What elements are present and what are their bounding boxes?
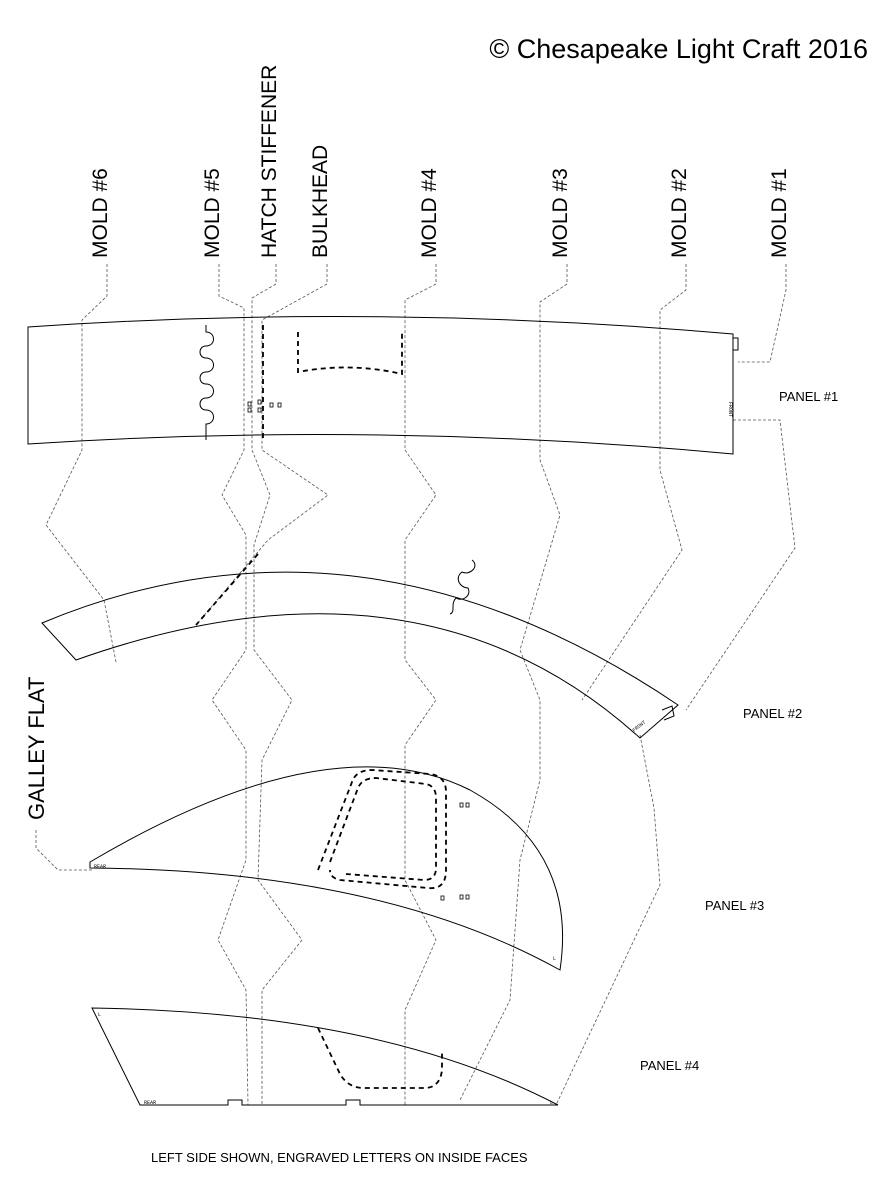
- panel-1-label: PANEL #1: [779, 389, 838, 404]
- label-galley-flat: GALLEY FLAT: [24, 677, 49, 820]
- panel-3-tab-4: [465, 894, 470, 900]
- panel-2: FRONT: [41, 553, 679, 739]
- leader-galley-flat: [35, 830, 92, 871]
- panel-2-front-notch: [661, 705, 675, 721]
- panel-4-l-engraving-front: L: [550, 1100, 553, 1106]
- panel-3-outline: [89, 766, 564, 971]
- panel-1-front-engraving: FRONT: [727, 402, 733, 417]
- leader-mold-5: [211, 264, 249, 1106]
- panel-3-tab-1: [459, 802, 464, 808]
- panel-1-tab-6: [277, 402, 282, 408]
- label-mold-2: MOLD #2: [668, 168, 691, 258]
- panel-2-label: PANEL #2: [743, 706, 802, 721]
- label-mold-5: MOLD #5: [201, 168, 224, 258]
- panel-3-label: PANEL #3: [705, 898, 764, 913]
- panel-4-label: PANEL #4: [640, 1058, 699, 1073]
- panel-3-hatch-outer: [317, 769, 447, 890]
- panel-2-bulkhead-line: [195, 553, 259, 626]
- label-bulkhead: BULKHEAD: [309, 145, 332, 258]
- panel-2-outline: [41, 571, 679, 739]
- leader-hatch-stiffener: [251, 264, 303, 1105]
- panel-1-front-notch: [733, 337, 739, 351]
- panel-1: FRONT: [27, 316, 739, 455]
- leader-mold-1: [738, 264, 787, 363]
- leader-panel2-front: [555, 734, 661, 1106]
- panel-4-outline: [91, 1007, 559, 1106]
- panel-1-tab-5: [269, 402, 274, 408]
- panel-4-l-engraving-rear: L: [98, 1012, 101, 1018]
- leader-bulkhead: [195, 264, 329, 626]
- panel-2-front-engraving: FRONT: [632, 720, 648, 734]
- station-lines: [35, 264, 796, 1106]
- panel-2-puzzle-joint: [449, 559, 476, 615]
- label-mold-1: MOLD #1: [768, 168, 791, 258]
- label-mold-6: MOLD #6: [89, 168, 112, 258]
- panel-1-tab-3: [257, 399, 262, 405]
- panel-1-tab-1: [247, 401, 252, 407]
- leader-mold-4: [404, 264, 437, 1105]
- panel-1-puzzle-joint: [199, 325, 214, 440]
- station-labels: MOLD #6 MOLD #5 HATCH STIFFENER BULKHEAD…: [89, 65, 791, 258]
- label-mold-4: MOLD #4: [418, 168, 441, 258]
- leader-panel1-front: [685, 419, 796, 711]
- footer-note: LEFT SIDE SHOWN, ENGRAVED LETTERS ON INS…: [151, 1150, 528, 1165]
- panel-4: REAR L L: [91, 1007, 559, 1106]
- panel-3-rear-engraving: REAR: [94, 864, 106, 870]
- label-mold-3: MOLD #3: [549, 168, 572, 258]
- panel-1-outline: [27, 316, 734, 455]
- panel-4-hatch-cutout: [317, 1027, 443, 1089]
- panel-1-tab-4: [257, 407, 262, 413]
- panel-1-hatch-cutout: [297, 332, 403, 376]
- panel-4-rear-engraving: REAR: [144, 1100, 156, 1106]
- panel-1-tab-2: [247, 407, 252, 413]
- panel-3-tab-2: [465, 802, 470, 808]
- panel-3-tab-3: [459, 894, 464, 900]
- panel-3-hatch-inner: [329, 777, 437, 881]
- panel-3: REAR L: [89, 766, 564, 971]
- panel-3-tab-5: [440, 895, 445, 901]
- leader-mold-3: [459, 264, 568, 1101]
- label-hatch-stiffener: HATCH STIFFENER: [258, 65, 281, 258]
- copyright-text: © Chesapeake Light Craft 2016: [489, 34, 868, 64]
- leader-mold-6: [45, 264, 117, 663]
- panel-3-l-engraving: L: [553, 956, 556, 962]
- leader-mold-2: [581, 264, 687, 701]
